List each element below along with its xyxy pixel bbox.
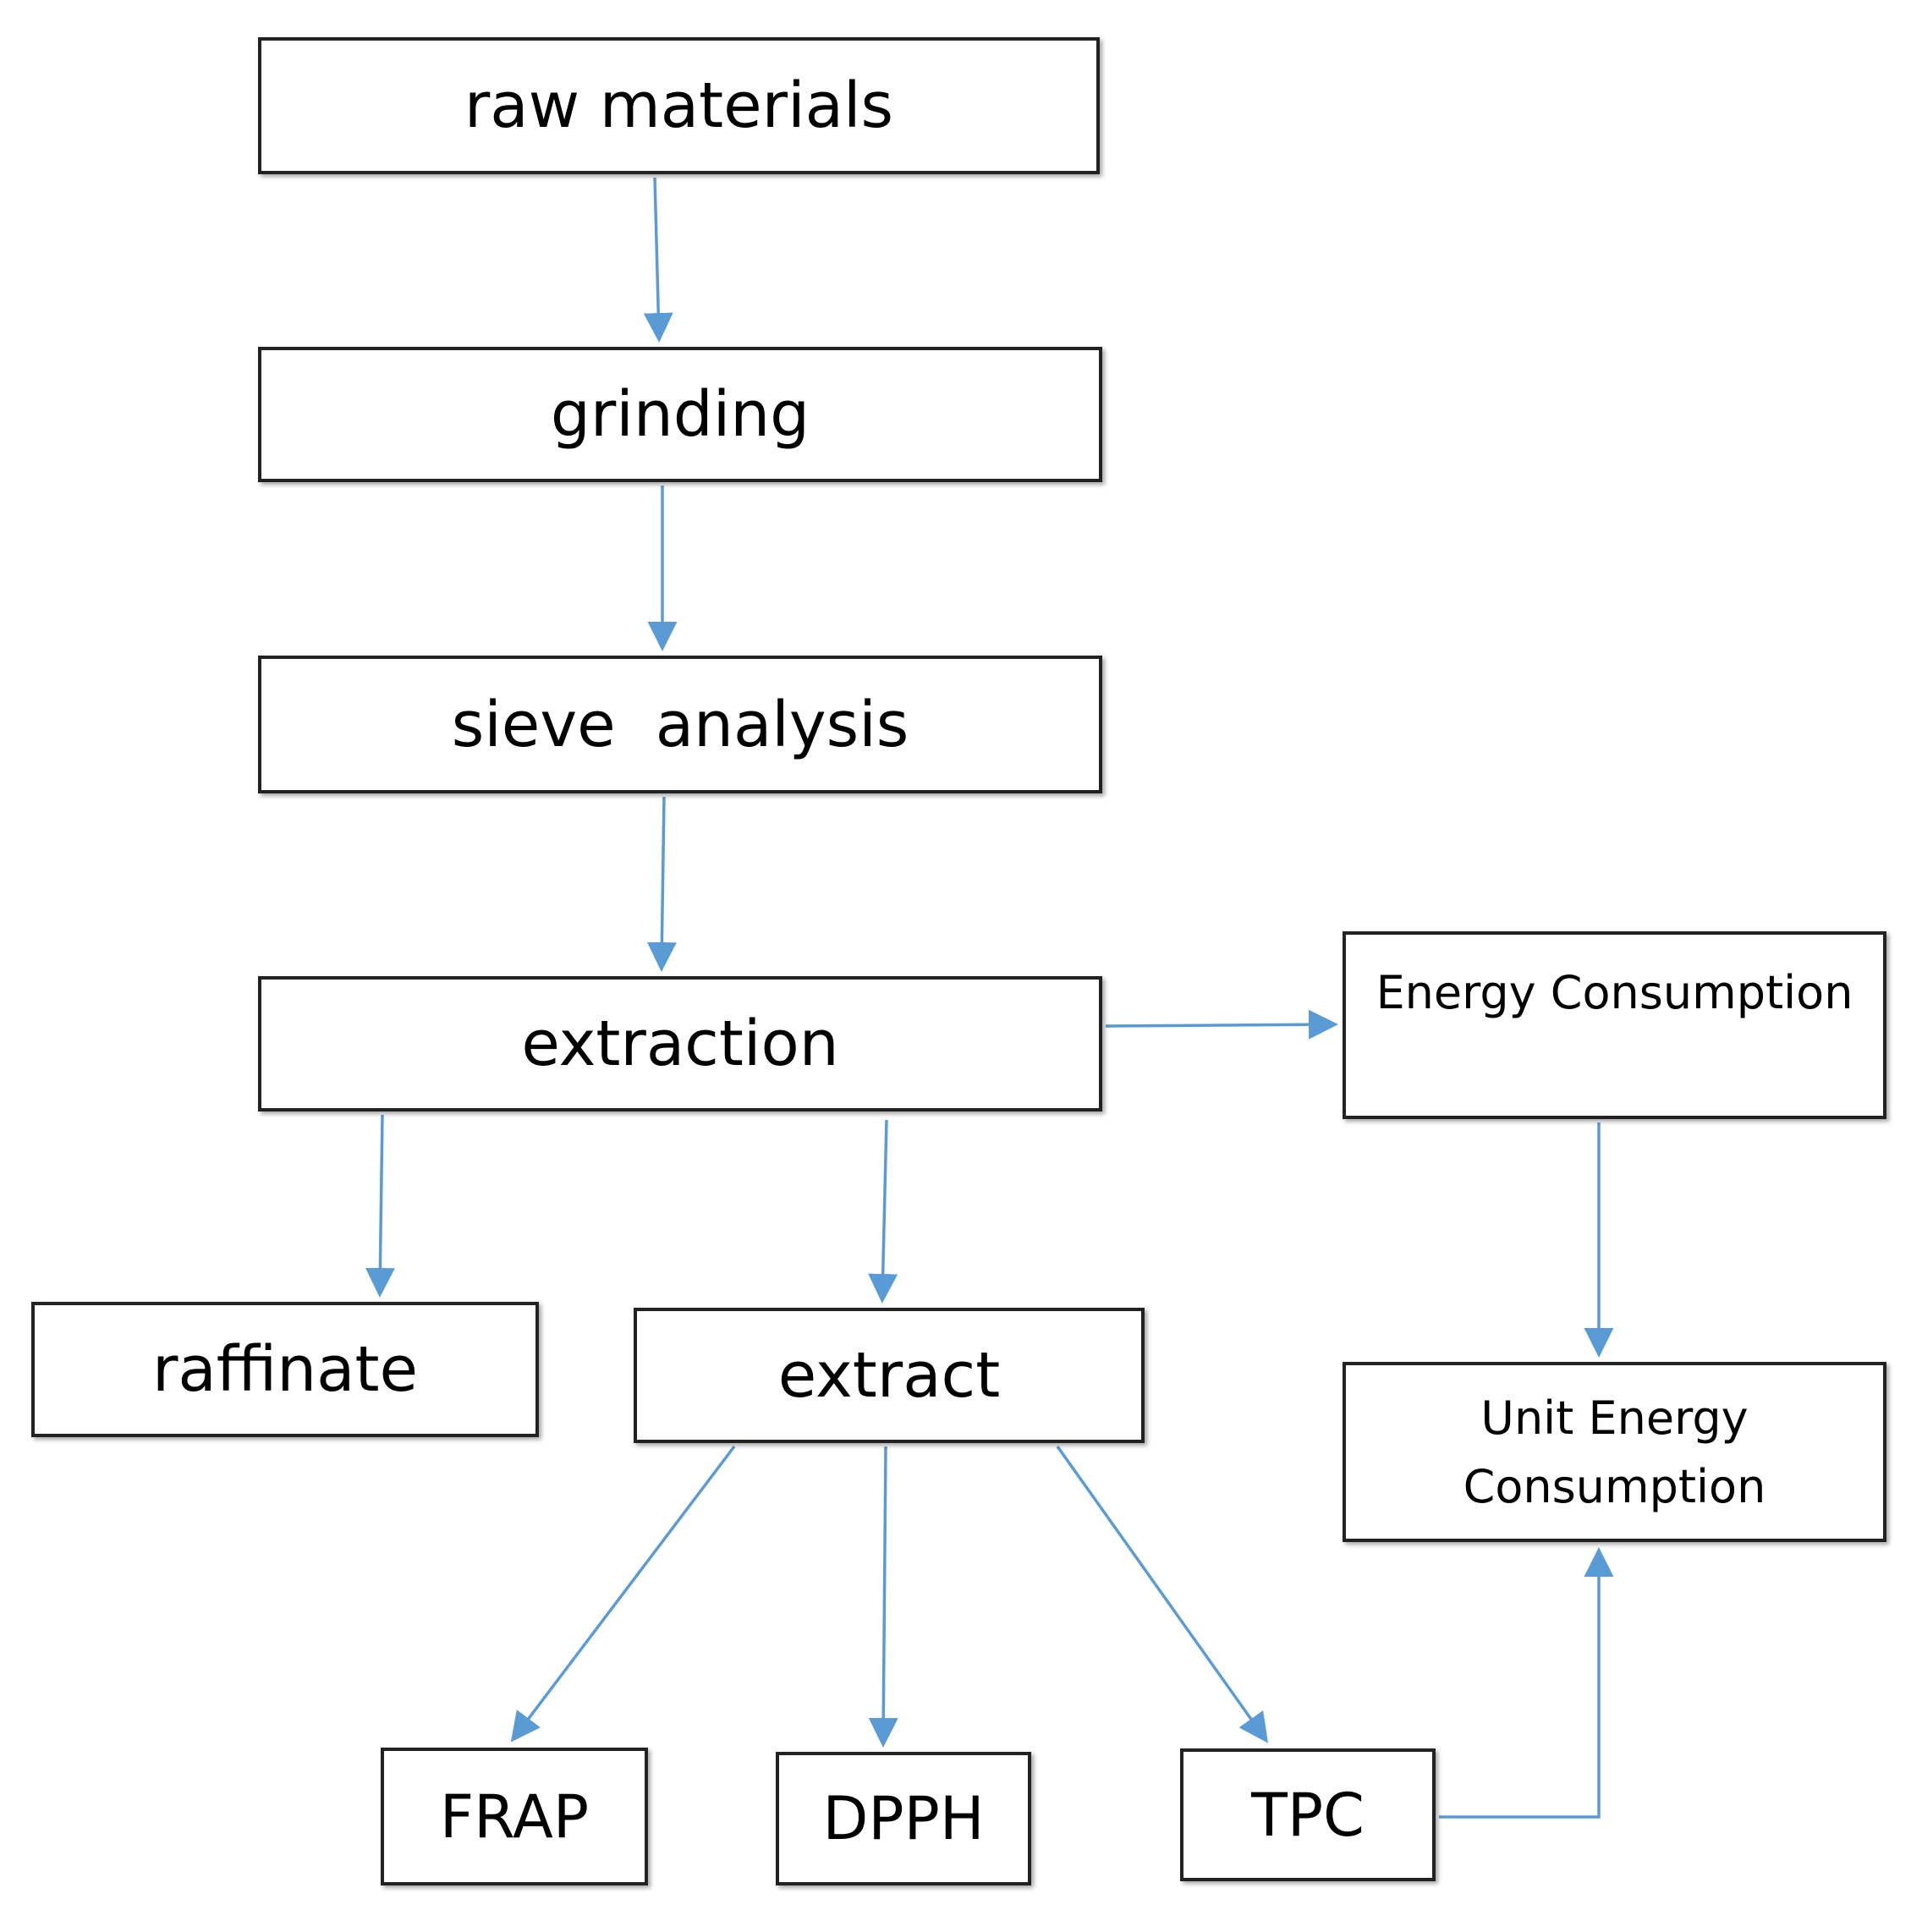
arrow-extract-to-dpph [868, 1446, 898, 1748]
node-raffinate: raffinate [31, 1302, 539, 1437]
arrow-extraction-to-energy [1105, 1009, 1338, 1040]
node-frap: FRAP [381, 1748, 648, 1885]
arrow-extract-to-tpc [1056, 1445, 1269, 1743]
node-sieve-analysis: sieve analysis [258, 656, 1102, 793]
node-frap-label: FRAP [439, 1781, 590, 1852]
node-tpc-label: TPC [1251, 1780, 1365, 1850]
node-dpph-label: DPPH [822, 1784, 985, 1853]
node-raw-materials-label: raw materials [464, 69, 894, 142]
node-unit-energy-label-line2: Consumption [1463, 1459, 1766, 1513]
node-tpc: TPC [1180, 1748, 1436, 1881]
arrow-sieve-to-extraction [646, 796, 677, 972]
arrow-extraction-to-extract [868, 1119, 898, 1304]
node-energy-consumption: Energy Consumption [1343, 931, 1886, 1119]
node-unit-energy-consumption: Unit Energy Consumption [1343, 1362, 1886, 1542]
node-unit-energy-label-line1: Unit Energy [1480, 1391, 1749, 1445]
node-energy-consumption-label: Energy Consumption [1376, 966, 1853, 1019]
node-grinding-label: grinding [550, 378, 810, 451]
node-extract-label: extract [777, 1339, 1001, 1412]
node-grinding: grinding [258, 347, 1102, 482]
arrow-extraction-to-raffinate [365, 1114, 395, 1298]
node-sieve-analysis-label: sieve analysis [451, 688, 909, 761]
arrow-extract-to-frap [510, 1445, 736, 1743]
node-extraction: extraction [258, 976, 1102, 1111]
node-extract: extract [634, 1308, 1145, 1443]
node-extraction-label: extraction [521, 1007, 839, 1080]
node-dpph: DPPH [776, 1752, 1031, 1885]
node-raw-materials: raw materials [258, 37, 1100, 174]
node-raffinate-label: raffinate [151, 1333, 419, 1406]
arrow-tpc-to-unit [1439, 1547, 1614, 1819]
arrow-raw-to-grinding [643, 177, 673, 343]
